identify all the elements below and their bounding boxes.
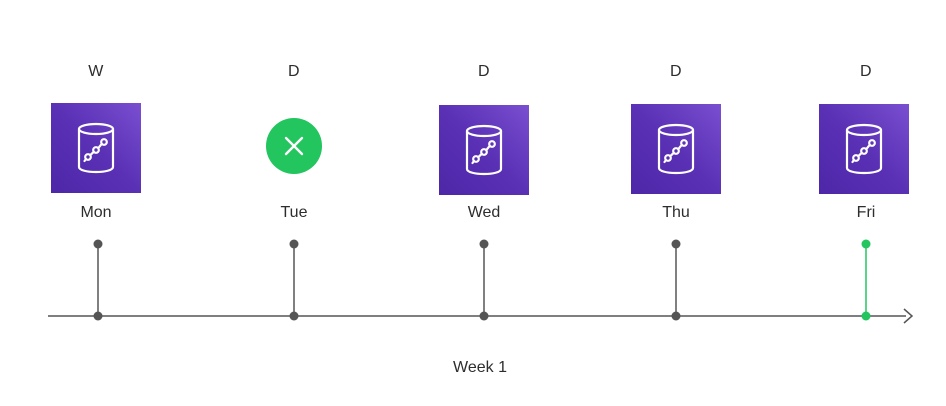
week-label: Week 1 <box>453 359 507 376</box>
day-column-tue: D Tue <box>234 0 354 406</box>
timeline-marker-axis-dot <box>93 311 103 321</box>
timeline-marker-top-dot <box>671 239 681 249</box>
day-column-thu: D Thu <box>616 0 736 406</box>
timeline-marker-axis-dot <box>671 311 681 321</box>
timeline-markers <box>93 239 871 321</box>
database-snapshot-icon[interactable] <box>819 104 909 194</box>
day-label: Thu <box>662 204 690 221</box>
database-snapshot-icon[interactable] <box>439 105 529 195</box>
day-label: Fri <box>856 204 876 221</box>
backup-type-label: D <box>669 63 683 80</box>
day-column-fri: D Fri <box>806 0 926 406</box>
timeline-marker-top-dot <box>861 239 871 249</box>
backup-failed-indicator <box>266 118 322 174</box>
timeline-marker-axis-dot <box>861 311 871 321</box>
backup-type-label: D <box>859 63 873 80</box>
day-column-mon: W Mon <box>36 0 156 406</box>
timeline-marker-top-dot <box>93 239 103 249</box>
day-label: Wed <box>467 204 501 221</box>
timeline-marker-axis-dot <box>479 311 489 321</box>
day-column-wed: D Wed <box>424 0 544 406</box>
timeline-arrowhead <box>903 308 914 324</box>
database-snapshot-icon[interactable] <box>51 103 141 193</box>
timeline-marker-top-dot <box>289 239 299 249</box>
timeline-marker-axis-dot <box>289 311 299 321</box>
backup-type-label: D <box>477 63 491 80</box>
day-label: Tue <box>280 204 308 221</box>
backup-type-label: D <box>287 63 301 80</box>
database-snapshot-icon[interactable] <box>631 104 721 194</box>
timeline-marker-top-dot <box>479 239 489 249</box>
close-icon <box>284 136 304 156</box>
day-label: Mon <box>80 204 112 221</box>
backup-type-label: W <box>88 63 104 80</box>
